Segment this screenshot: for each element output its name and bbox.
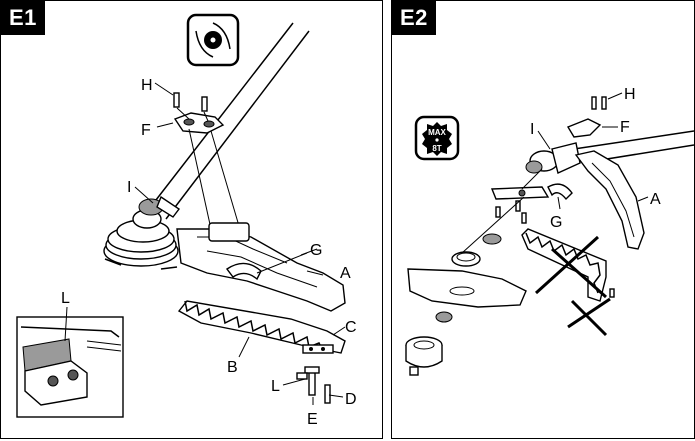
label-i: I xyxy=(127,179,131,196)
label-c: C xyxy=(345,319,357,336)
e2-clamp-g xyxy=(547,183,573,201)
label-d: D xyxy=(345,391,357,408)
label-l: L xyxy=(271,378,280,395)
e2-illustration: MAX 8T xyxy=(405,86,694,376)
inset-l xyxy=(16,316,124,418)
e1-leader-lines xyxy=(64,82,346,405)
motor-head xyxy=(103,195,181,270)
clamp-f xyxy=(173,92,240,230)
screws-e-d-l xyxy=(296,366,331,404)
guard-a xyxy=(176,222,346,312)
label-h: H xyxy=(141,77,153,94)
e2-label-f: F xyxy=(620,119,630,136)
e2-label-i: I xyxy=(530,121,534,138)
e2-label-a: A xyxy=(650,191,661,208)
clamp-g xyxy=(225,252,308,281)
panel-e2: E2 MAX 8T xyxy=(391,0,695,439)
label-b: B xyxy=(227,359,238,376)
label-f: F xyxy=(141,122,151,139)
panel-e1: E1 xyxy=(0,0,383,439)
e2-guard-a xyxy=(574,150,645,250)
e2-leader-lines xyxy=(537,92,649,210)
shaft xyxy=(148,22,310,220)
max-8t-blade-badge-icon: MAX 8T xyxy=(414,115,460,161)
label-g: G xyxy=(310,242,322,259)
label-e: E xyxy=(307,411,318,428)
e2-exploded-parts xyxy=(405,168,550,376)
e2-label-g: G xyxy=(550,214,562,231)
blade-b xyxy=(177,300,346,354)
trimmer-line-head-icon xyxy=(186,13,240,67)
e2-label-h: H xyxy=(624,86,636,103)
badge-line2: 8T xyxy=(432,144,441,153)
badge-line1: MAX xyxy=(428,128,446,137)
e1-illustration: H F I G A C B L D E L xyxy=(16,13,357,428)
label-l-inset: L xyxy=(61,290,70,307)
label-a: A xyxy=(340,265,351,282)
e2-crossed-out-blade xyxy=(521,228,615,337)
panel-tag-e2: E2 xyxy=(392,1,436,35)
panel-tag-e1: E1 xyxy=(1,1,45,35)
e2-head xyxy=(525,96,607,174)
